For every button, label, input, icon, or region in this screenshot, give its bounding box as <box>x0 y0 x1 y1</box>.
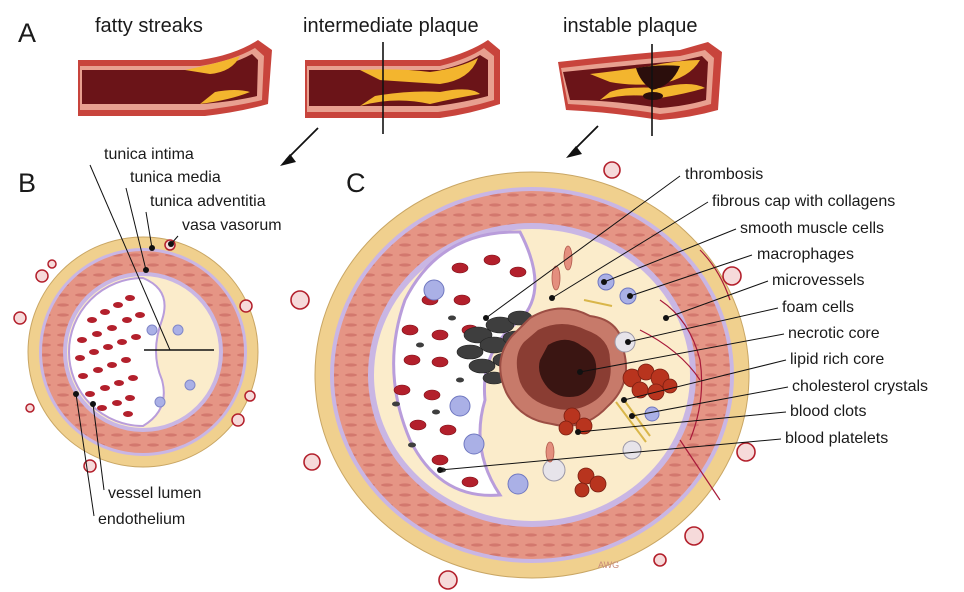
stage-title-fatty-streaks: fatty streaks <box>95 15 203 37</box>
label-thrombosis: thrombosis <box>685 166 763 183</box>
label-tunica-intima: tunica intima <box>104 146 194 163</box>
label-blood-clots: blood clots <box>790 403 867 420</box>
label-microvessels: microvessels <box>772 272 864 289</box>
panel-a-letter: A <box>18 18 36 48</box>
artist-signature: AWG <box>598 560 619 570</box>
label-macrophages: macrophages <box>757 246 854 263</box>
panel-b-letter: B <box>18 168 36 198</box>
label-tunica-adventitia: tunica adventitia <box>150 193 266 210</box>
panel-c-cross-section <box>291 162 755 589</box>
label-endothelium: endothelium <box>98 511 185 528</box>
label-vessel-lumen: vessel lumen <box>108 485 201 502</box>
label-tunica-media: tunica media <box>130 169 221 186</box>
label-vasa-vasorum: vasa vasorum <box>182 217 282 234</box>
vessel-instable-plaque <box>558 42 722 136</box>
arrow-to-panel-b <box>280 128 318 166</box>
label-foam-cells: foam cells <box>782 299 854 316</box>
vessel-fatty-streaks <box>78 40 272 116</box>
stage-title-instable-plaque: instable plaque <box>563 15 698 37</box>
label-necrotic-core: necrotic core <box>788 325 880 342</box>
label-fibrous-cap: fibrous cap with collagens <box>712 193 895 210</box>
vessel-intermediate-plaque <box>305 40 500 134</box>
label-cholesterol-crystals: cholesterol crystals <box>792 378 928 395</box>
label-smooth-muscle-cells: smooth muscle cells <box>740 220 884 237</box>
panel-c-letter: C <box>346 168 366 198</box>
stage-title-intermediate-plaque: intermediate plaque <box>303 15 479 37</box>
arrow-to-panel-c <box>566 126 598 158</box>
label-lipid-rich-core: lipid rich core <box>790 351 884 368</box>
label-blood-platelets: blood platelets <box>785 430 888 447</box>
